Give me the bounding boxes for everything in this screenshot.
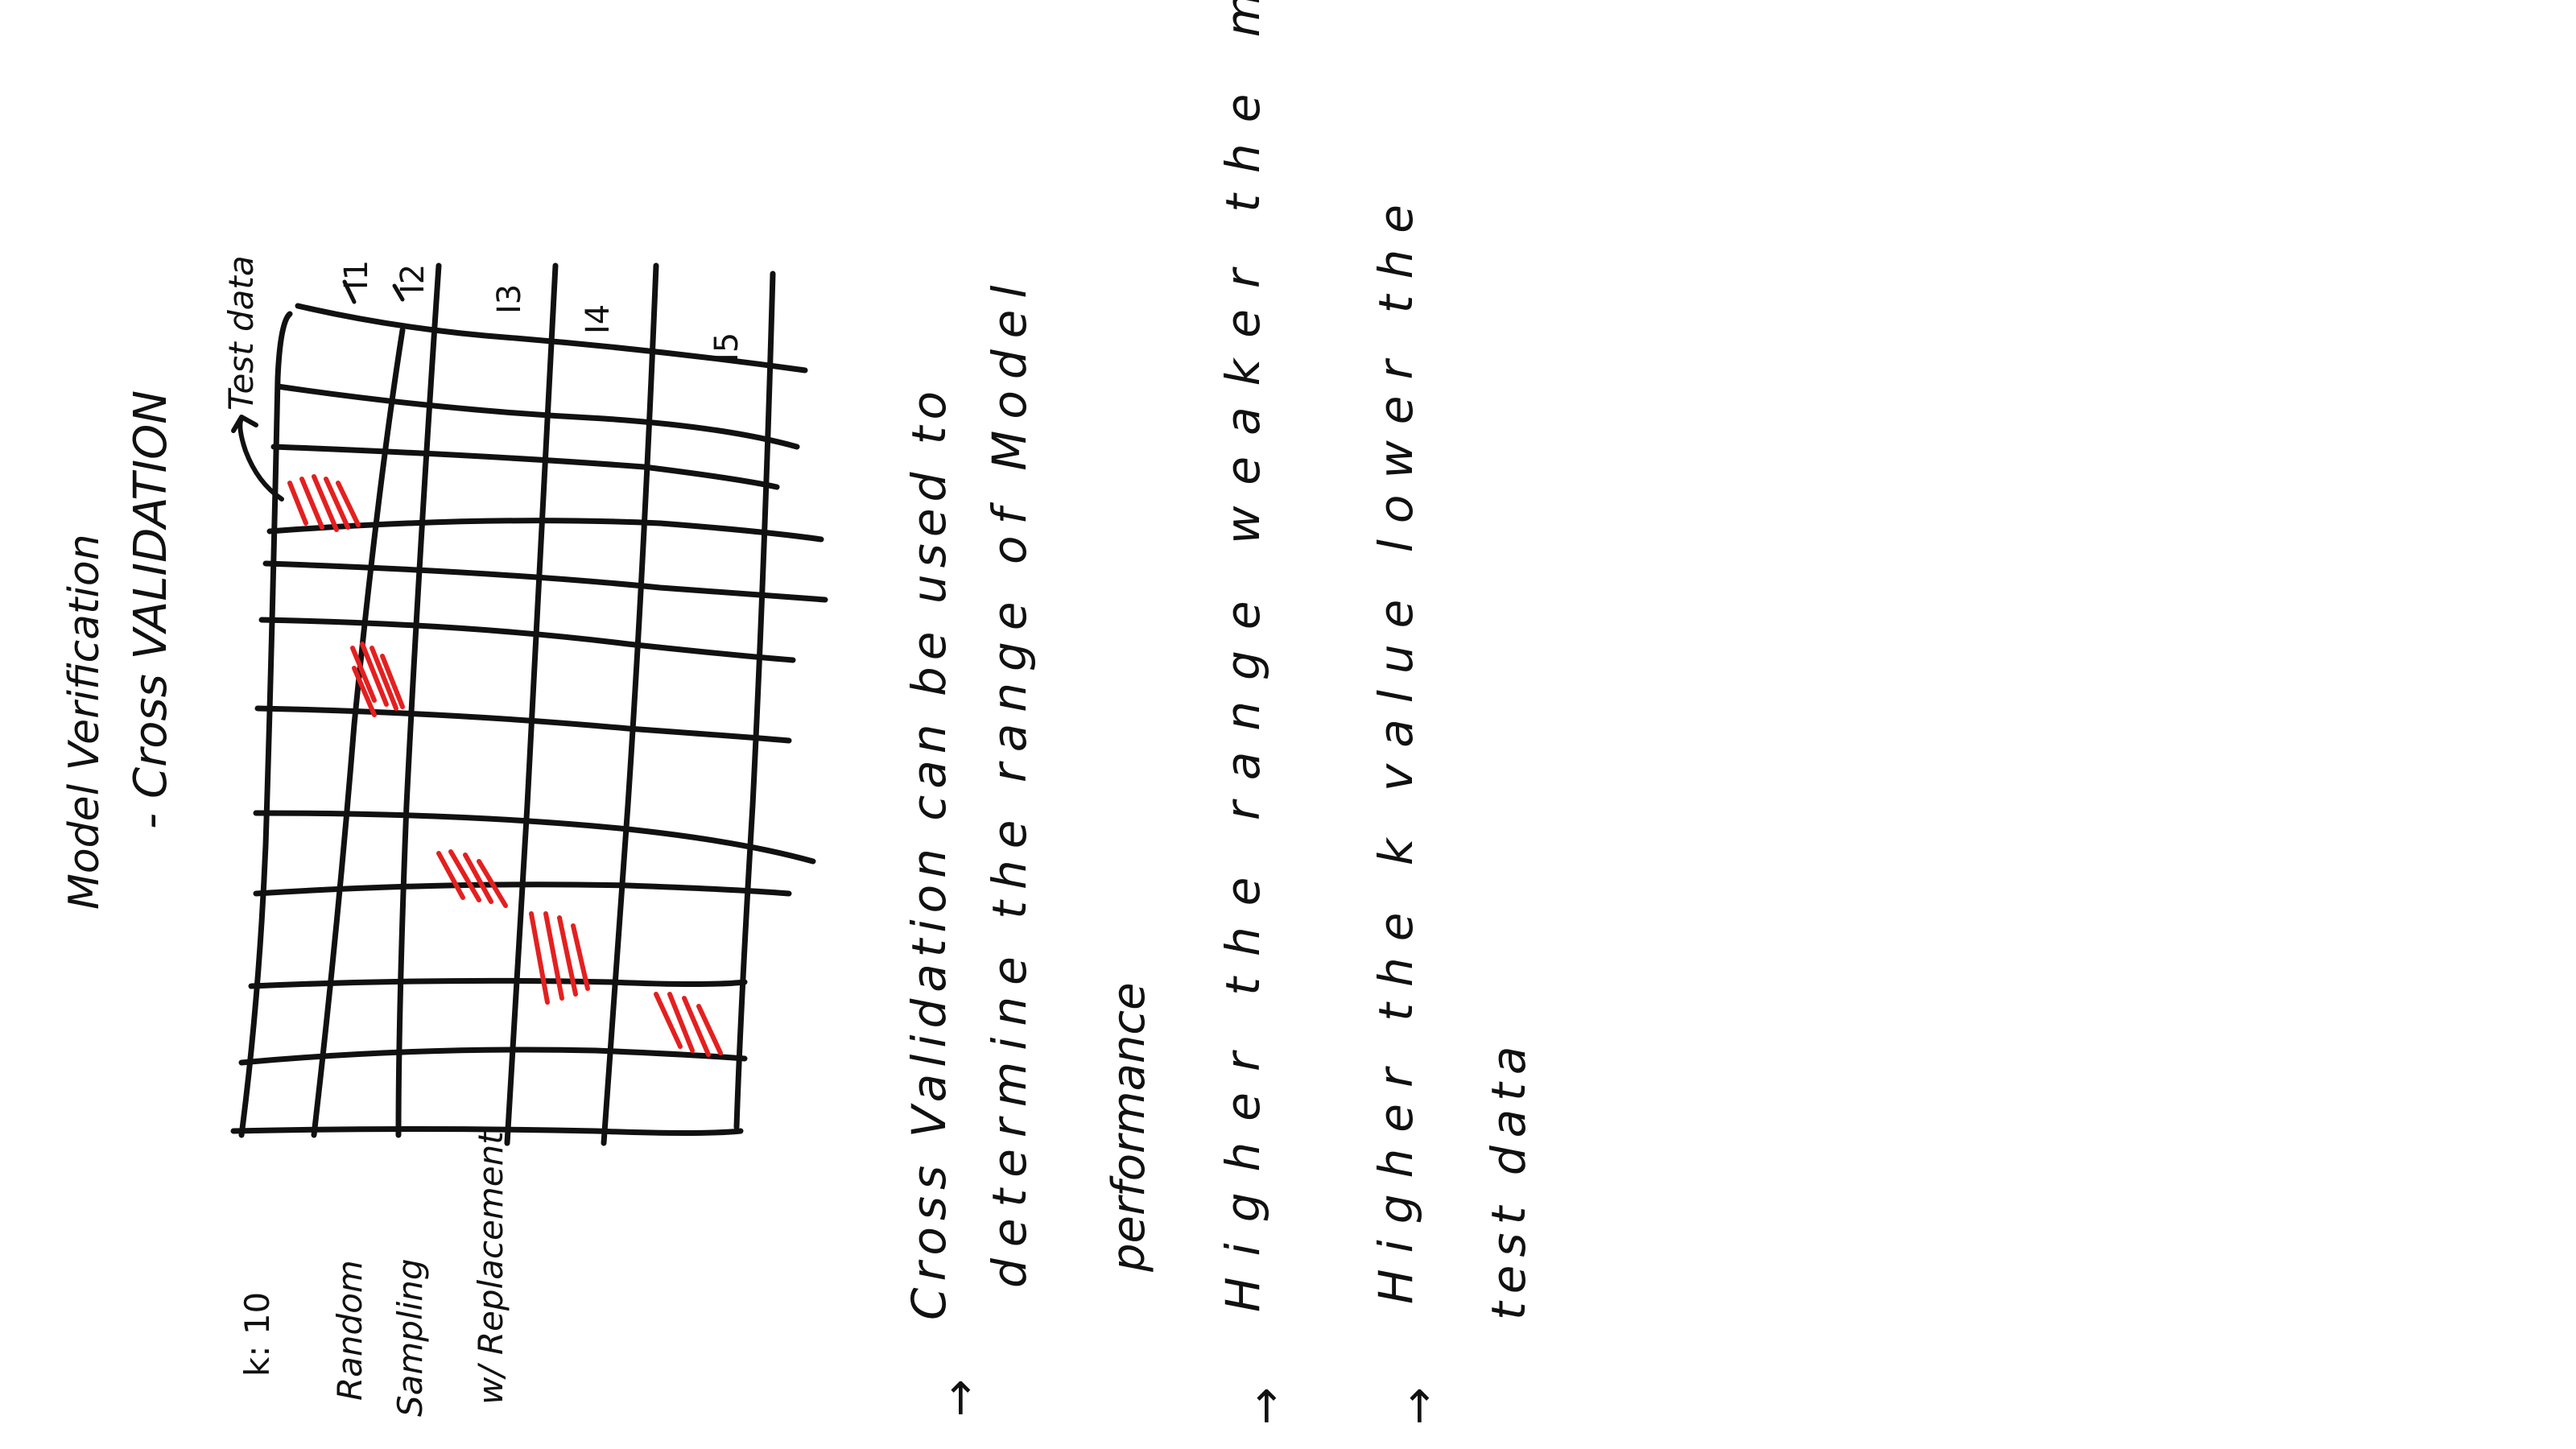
k-value-note: k: 10 [237, 1291, 277, 1377]
grid-line [253, 810, 816, 865]
grid-line [238, 1046, 748, 1066]
test-fold-highlight-1 [287, 474, 361, 532]
grid-line [258, 617, 796, 663]
test-data-pointer-arrow-head [231, 415, 258, 433]
bullet-1-line2: determine the range of Model [982, 274, 1037, 1288]
iteration-label: I5 [708, 332, 745, 362]
label-tick [342, 279, 357, 304]
bullet-arrow: → [1393, 1387, 1445, 1425]
bullet-2-line1: Higher the range weaker the model [1216, 0, 1270, 1312]
test-fold-highlight-5 [654, 992, 723, 1057]
grid-line [254, 705, 792, 744]
test-data-pointer-arrow [237, 416, 284, 502]
bullet-arrow: → [934, 1379, 986, 1417]
grid-line [311, 327, 406, 1138]
iteration-label: I2 [394, 263, 431, 294]
bullet-1-line1: Cross Validation can be used to [902, 384, 956, 1320]
sampling-note-line3: w/ Replacement [471, 1131, 510, 1405]
iteration-label: I4 [580, 303, 617, 334]
test-fold-highlight-2 [350, 642, 405, 717]
grid-line [601, 262, 659, 1146]
grid-line [275, 383, 800, 450]
bullet-3-line1: Higher the k value lower the [1368, 188, 1423, 1304]
page-subtitle: - Cross VALIDATION [125, 390, 177, 829]
test-fold-highlight-3 [436, 849, 508, 908]
sampling-note-line1: Random [330, 1260, 369, 1401]
grid-line [733, 270, 776, 1130]
grid-line [266, 518, 824, 543]
grid-line [230, 1126, 744, 1136]
sampling-note-line2: Sampling [390, 1258, 430, 1417]
grid-line [395, 262, 442, 1138]
grid-line [238, 311, 293, 1138]
grid-line [262, 560, 828, 603]
test-data-label: Test data [221, 255, 261, 411]
test-fold-highlight-4 [529, 911, 590, 1005]
grid-line [253, 881, 792, 897]
bullet-3-line2: test data [1481, 1038, 1536, 1320]
bullet-1-line3: performance [1103, 982, 1155, 1272]
grid-line [295, 303, 808, 374]
bullet-arrow: → [1240, 1387, 1292, 1425]
grid-line [504, 262, 559, 1146]
label-tick [392, 283, 405, 302]
iteration-label: I3 [491, 283, 528, 314]
page-title: Model Verification [60, 534, 109, 910]
grid-line [270, 444, 780, 490]
grid-line [248, 977, 748, 989]
iteration-label: I1 [338, 259, 375, 290]
